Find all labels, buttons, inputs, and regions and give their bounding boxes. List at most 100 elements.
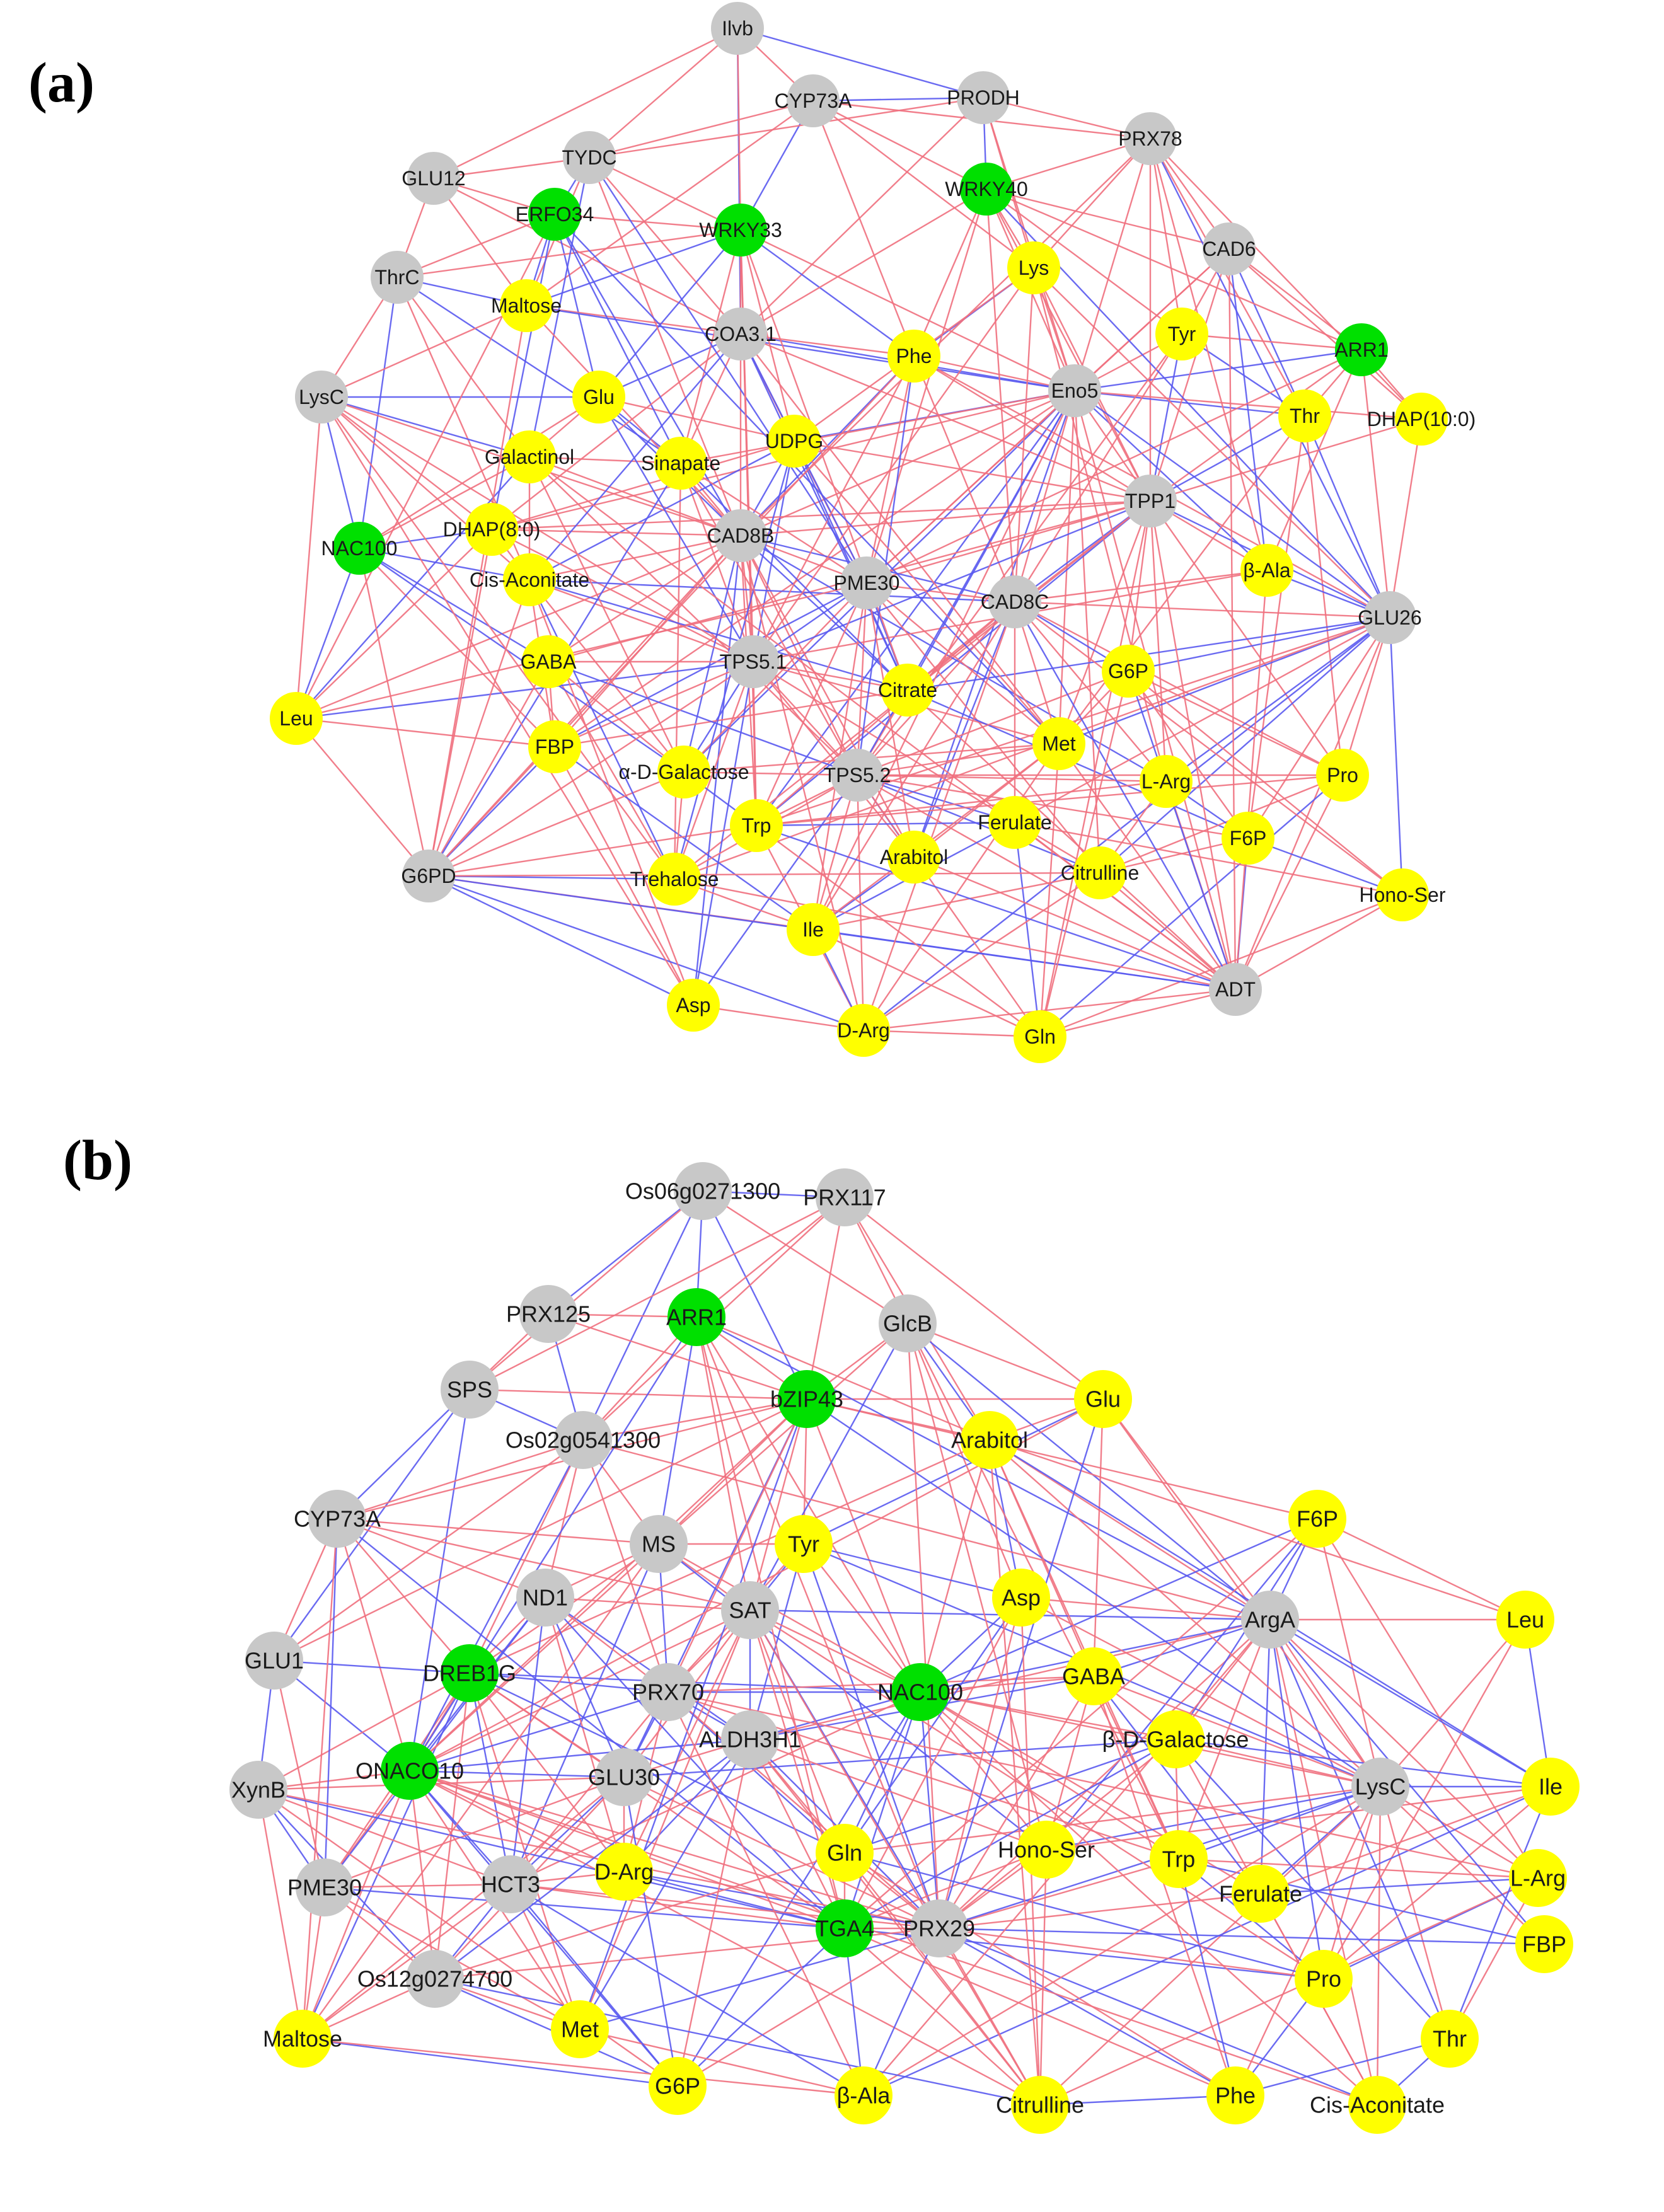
node-label: PRODH <box>947 86 1020 109</box>
metabolite-node-circle <box>787 903 840 956</box>
positive-edge-31 <box>806 1197 846 1400</box>
positive-edge-176 <box>409 1770 1041 2106</box>
negative-edge-281 <box>579 1927 940 2031</box>
negative-edge-297 <box>939 1927 1545 1945</box>
node-fbp: FBP <box>1515 1915 1573 1973</box>
tf-node-circle <box>1335 323 1388 376</box>
node-label: α-D-Galactose <box>619 761 749 783</box>
node-pro: Pro <box>1295 1950 1353 2008</box>
node-label: Leu <box>279 707 313 730</box>
positive-edge-145 <box>985 188 1152 502</box>
gene-node-circle <box>721 1581 779 1639</box>
positive-edge-264 <box>844 1927 1236 2097</box>
positive-edge-40 <box>740 188 987 335</box>
metabolite-node-circle <box>1316 749 1369 802</box>
negative-edge-227 <box>913 601 1016 858</box>
metabolite-node-circle <box>1073 846 1126 899</box>
metabolite-node-circle <box>1376 868 1429 921</box>
positive-edge-94 <box>1177 1619 1271 1860</box>
node-label: Cis-Aconitate <box>470 568 589 591</box>
negative-edge-285 <box>938 1398 1104 1929</box>
positive-edge-266 <box>321 396 754 663</box>
node-label: D-Arg <box>837 1019 890 1042</box>
node-arga: ArgA <box>1241 1591 1299 1649</box>
negative-edge-87 <box>756 390 1075 826</box>
gene-node-circle <box>1363 591 1416 644</box>
node-label: F6P <box>1230 827 1267 850</box>
node-label: GLU26 <box>1358 606 1421 629</box>
positive-edge-212 <box>1323 1786 1551 1979</box>
positive-edge-54 <box>919 1439 991 1693</box>
positive-edge-290 <box>528 456 685 773</box>
node-label: Gln <box>1024 1025 1056 1048</box>
negative-edge-149 <box>756 500 1151 826</box>
negative-edge-164 <box>490 214 556 530</box>
node-eno5: Eno5 <box>1048 364 1101 417</box>
positive-edge-107 <box>1322 1619 1527 1979</box>
negative-edge-85 <box>526 304 1075 392</box>
node-label: Thr <box>1433 2026 1467 2052</box>
negative-edge-237 <box>863 617 1390 1031</box>
node-dhap-8-0: DHAP(8:0) <box>443 503 540 556</box>
metabolite-node-circle <box>1011 2076 1069 2134</box>
positive-edge-397 <box>1039 743 1060 1037</box>
positive-edge-96 <box>939 1619 1271 1929</box>
node-trp: Trp <box>730 799 783 852</box>
negative-edge-307 <box>548 660 858 776</box>
positive-edge-388 <box>1149 500 1237 990</box>
negative-edge-343 <box>428 875 694 1006</box>
positive-edge-127 <box>679 229 742 464</box>
positive-edge-140 <box>866 500 1151 584</box>
metabolite-node-circle <box>500 279 553 332</box>
node-label: Met <box>1042 732 1075 755</box>
node-cad8b: CAD8B <box>707 509 774 562</box>
positive-edge-203 <box>680 462 867 584</box>
positive-edge-286 <box>695 1316 940 1929</box>
positive-edge-174 <box>740 500 1151 537</box>
metabolite-node-circle <box>1496 1591 1554 1649</box>
node-label: Maltose <box>263 2026 342 2052</box>
node-label: HCT3 <box>481 1872 540 1898</box>
node-trehalose: Trehalose <box>630 853 719 906</box>
node-dreb1g: DREB1G <box>423 1644 516 1702</box>
gene-node-circle <box>787 74 840 127</box>
metabolite-node-circle <box>835 2066 893 2124</box>
node-label: Thr <box>1290 405 1320 427</box>
negative-edge-110 <box>274 1660 410 1771</box>
gene-node-circle <box>714 308 767 360</box>
node-label: DHAP(10:0) <box>1367 408 1476 430</box>
negative-edge-258 <box>677 1928 845 2087</box>
node-label: PRX125 <box>506 1301 591 1327</box>
node-label: ND1 <box>523 1585 568 1611</box>
negative-edge-46 <box>396 276 681 464</box>
gene-node-circle <box>910 1899 968 1957</box>
gene-node-circle <box>840 556 893 609</box>
negative-edge-292 <box>359 548 685 773</box>
negative-edge-312 <box>579 1739 751 2030</box>
node-label: Trehalose <box>630 868 719 890</box>
node-label: GLU30 <box>588 1765 660 1790</box>
node-dhap-10-0: DHAP(10:0) <box>1367 393 1476 446</box>
positive-edge-289 <box>683 771 858 776</box>
node-label: Pro <box>1306 1966 1341 1992</box>
node-asp: Asp <box>992 1569 1050 1627</box>
positive-edge-244 <box>667 1691 1539 1879</box>
negative-edge-330 <box>756 821 1015 827</box>
node-nd1: ND1 <box>516 1569 574 1627</box>
positive-edge-116 <box>1150 418 1422 502</box>
node-label: GABA <box>1062 1664 1125 1690</box>
positive-edge-194 <box>1380 1785 1539 1879</box>
positive-edge-367 <box>1014 821 1403 896</box>
positive-edge-315 <box>740 333 1060 744</box>
metabolite-node-circle <box>992 1569 1050 1627</box>
node-trp: Trp <box>1150 1830 1208 1888</box>
negative-edge-107 <box>598 229 741 398</box>
positive-edge-393 <box>863 743 1060 1031</box>
node-tpp1: TPP1 <box>1124 475 1177 527</box>
node-label: CAD8C <box>981 590 1049 613</box>
metabolite-node-circle <box>816 1824 874 1882</box>
positive-edge-231 <box>1341 617 1391 776</box>
positive-edge-27 <box>589 157 741 335</box>
metabolite-node-circle <box>1522 1758 1580 1816</box>
